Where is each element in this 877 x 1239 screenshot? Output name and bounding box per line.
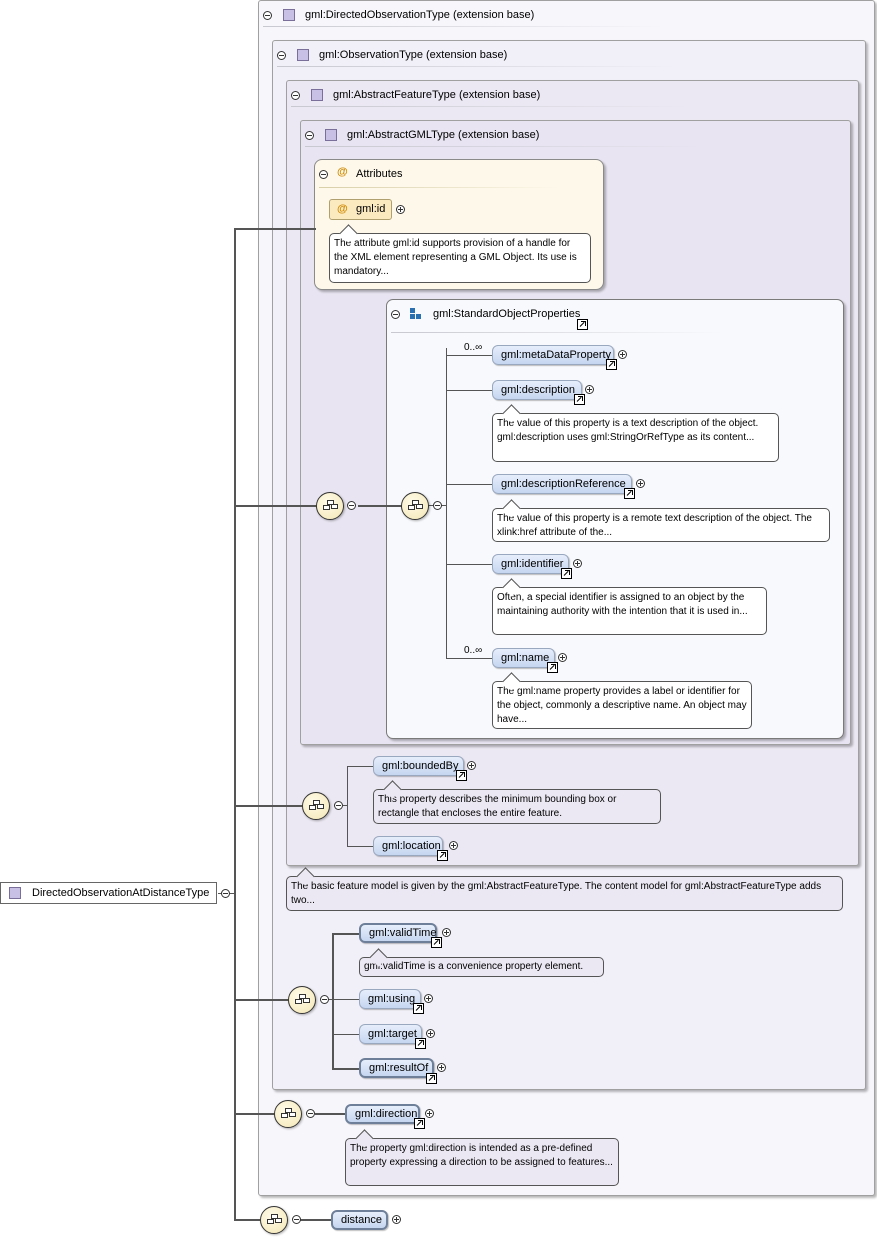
complex-type-icon <box>325 129 337 141</box>
element-description[interactable]: gml:description <box>492 380 582 400</box>
expand-icon[interactable] <box>585 385 594 394</box>
element-valid-time[interactable]: gml:validTime <box>359 923 437 943</box>
expand-icon[interactable] <box>425 1109 434 1118</box>
attribute-id-doc: The attribute gml:id supports provision … <box>329 224 591 283</box>
element-meta-data-property[interactable]: gml:metaDataProperty <box>492 345 614 365</box>
description-doc: The value of this property is a text des… <box>492 404 779 462</box>
reference-icon[interactable] <box>431 937 442 948</box>
collapse-toggle[interactable] <box>391 310 400 319</box>
sequence-icon[interactable] <box>274 1100 302 1128</box>
element-distance[interactable]: distance <box>331 1210 388 1230</box>
name-doc: The gml:name property provides a label o… <box>492 672 752 729</box>
cardinality: 0..∞ <box>464 645 483 656</box>
sequence-icon[interactable] <box>316 492 344 520</box>
reference-icon[interactable] <box>414 1118 425 1129</box>
reference-icon[interactable] <box>456 770 467 781</box>
reference-icon[interactable] <box>415 1038 426 1049</box>
root-label: DirectedObservationAtDistanceType <box>32 887 210 899</box>
reference-icon[interactable] <box>426 1073 437 1084</box>
complex-type-icon <box>311 89 323 101</box>
element-location[interactable]: gml:location <box>373 836 443 856</box>
root-element[interactable]: DirectedObservationAtDistanceType <box>0 882 217 904</box>
collapse-toggle[interactable] <box>221 889 230 898</box>
reference-icon[interactable] <box>606 359 617 370</box>
reference-icon[interactable] <box>561 568 572 579</box>
container-title: gml:ObservationType (extension base) <box>319 49 508 61</box>
collapse-toggle[interactable] <box>292 1215 301 1224</box>
expand-icon[interactable] <box>636 479 645 488</box>
collapse-toggle[interactable] <box>291 91 300 100</box>
collapse-toggle[interactable] <box>263 11 272 20</box>
direction-doc: The property gml:direction is intended a… <box>345 1129 619 1186</box>
expand-icon[interactable] <box>449 841 458 850</box>
container-title: gml:AbstractGMLType (extension base) <box>347 129 540 141</box>
expand-icon[interactable] <box>396 205 405 214</box>
collapse-toggle[interactable] <box>334 801 343 810</box>
sequence-icon[interactable] <box>288 986 316 1014</box>
expand-icon[interactable] <box>424 994 433 1003</box>
element-direction[interactable]: gml:direction <box>345 1104 420 1124</box>
reference-icon[interactable] <box>574 394 585 405</box>
sequence-icon[interactable] <box>260 1206 288 1234</box>
group-icon <box>410 308 422 320</box>
element-target[interactable]: gml:target <box>359 1024 422 1044</box>
identifier-doc: Often, a special identifier is assigned … <box>492 578 767 635</box>
expand-icon[interactable] <box>442 928 451 937</box>
expand-icon[interactable] <box>573 559 582 568</box>
expand-icon[interactable] <box>437 1063 446 1072</box>
sequence-icon[interactable] <box>401 492 429 520</box>
attribute-icon: @ <box>337 203 348 215</box>
reference-icon[interactable] <box>437 850 448 861</box>
expand-icon[interactable] <box>392 1215 401 1224</box>
description-reference-doc: The value of this property is a remote t… <box>492 499 830 542</box>
group-title: gml:StandardObjectProperties <box>433 308 581 320</box>
container-title: gml:AbstractFeatureType (extension base) <box>333 89 541 101</box>
element-result-of[interactable]: gml:resultOf <box>359 1058 434 1078</box>
collapse-toggle[interactable] <box>347 501 356 510</box>
collapse-toggle[interactable] <box>320 995 329 1004</box>
attribute-gml-id[interactable]: @ gml:id <box>329 199 392 220</box>
element-bounded-by[interactable]: gml:boundedBy <box>373 756 464 776</box>
expand-icon[interactable] <box>426 1029 435 1038</box>
expand-icon[interactable] <box>467 761 476 770</box>
attributes-title: Attributes <box>356 168 403 180</box>
collapse-toggle[interactable] <box>305 131 314 140</box>
reference-icon[interactable] <box>624 488 635 499</box>
complex-type-icon <box>297 49 309 61</box>
abstract-feature-doc: The basic feature model is given by the … <box>286 867 843 911</box>
expand-icon[interactable] <box>558 653 567 662</box>
element-using[interactable]: gml:using <box>359 989 421 1009</box>
bounded-by-doc: This property describes the minimum boun… <box>373 780 661 824</box>
collapse-toggle[interactable] <box>433 501 442 510</box>
reference-icon[interactable] <box>413 1003 424 1014</box>
element-description-reference[interactable]: gml:descriptionReference <box>492 474 632 494</box>
element-name[interactable]: gml:name <box>492 648 555 668</box>
collapse-toggle[interactable] <box>277 51 286 60</box>
element-identifier[interactable]: gml:identifier <box>492 554 569 574</box>
sequence-icon[interactable] <box>302 792 330 820</box>
valid-time-doc: gml:validTime is a convenience property … <box>359 948 604 977</box>
complex-type-icon <box>9 887 21 899</box>
reference-icon[interactable] <box>577 319 588 330</box>
reference-icon[interactable] <box>547 662 558 673</box>
expand-icon[interactable] <box>618 350 627 359</box>
complex-type-icon <box>283 9 295 21</box>
cardinality: 0..∞ <box>464 342 483 353</box>
collapse-toggle[interactable] <box>319 170 328 179</box>
container-title: gml:DirectedObservationType (extension b… <box>305 9 535 21</box>
attribute-label: gml:id <box>356 203 386 215</box>
collapse-toggle[interactable] <box>306 1109 315 1118</box>
attribute-icon: @ <box>337 166 348 178</box>
